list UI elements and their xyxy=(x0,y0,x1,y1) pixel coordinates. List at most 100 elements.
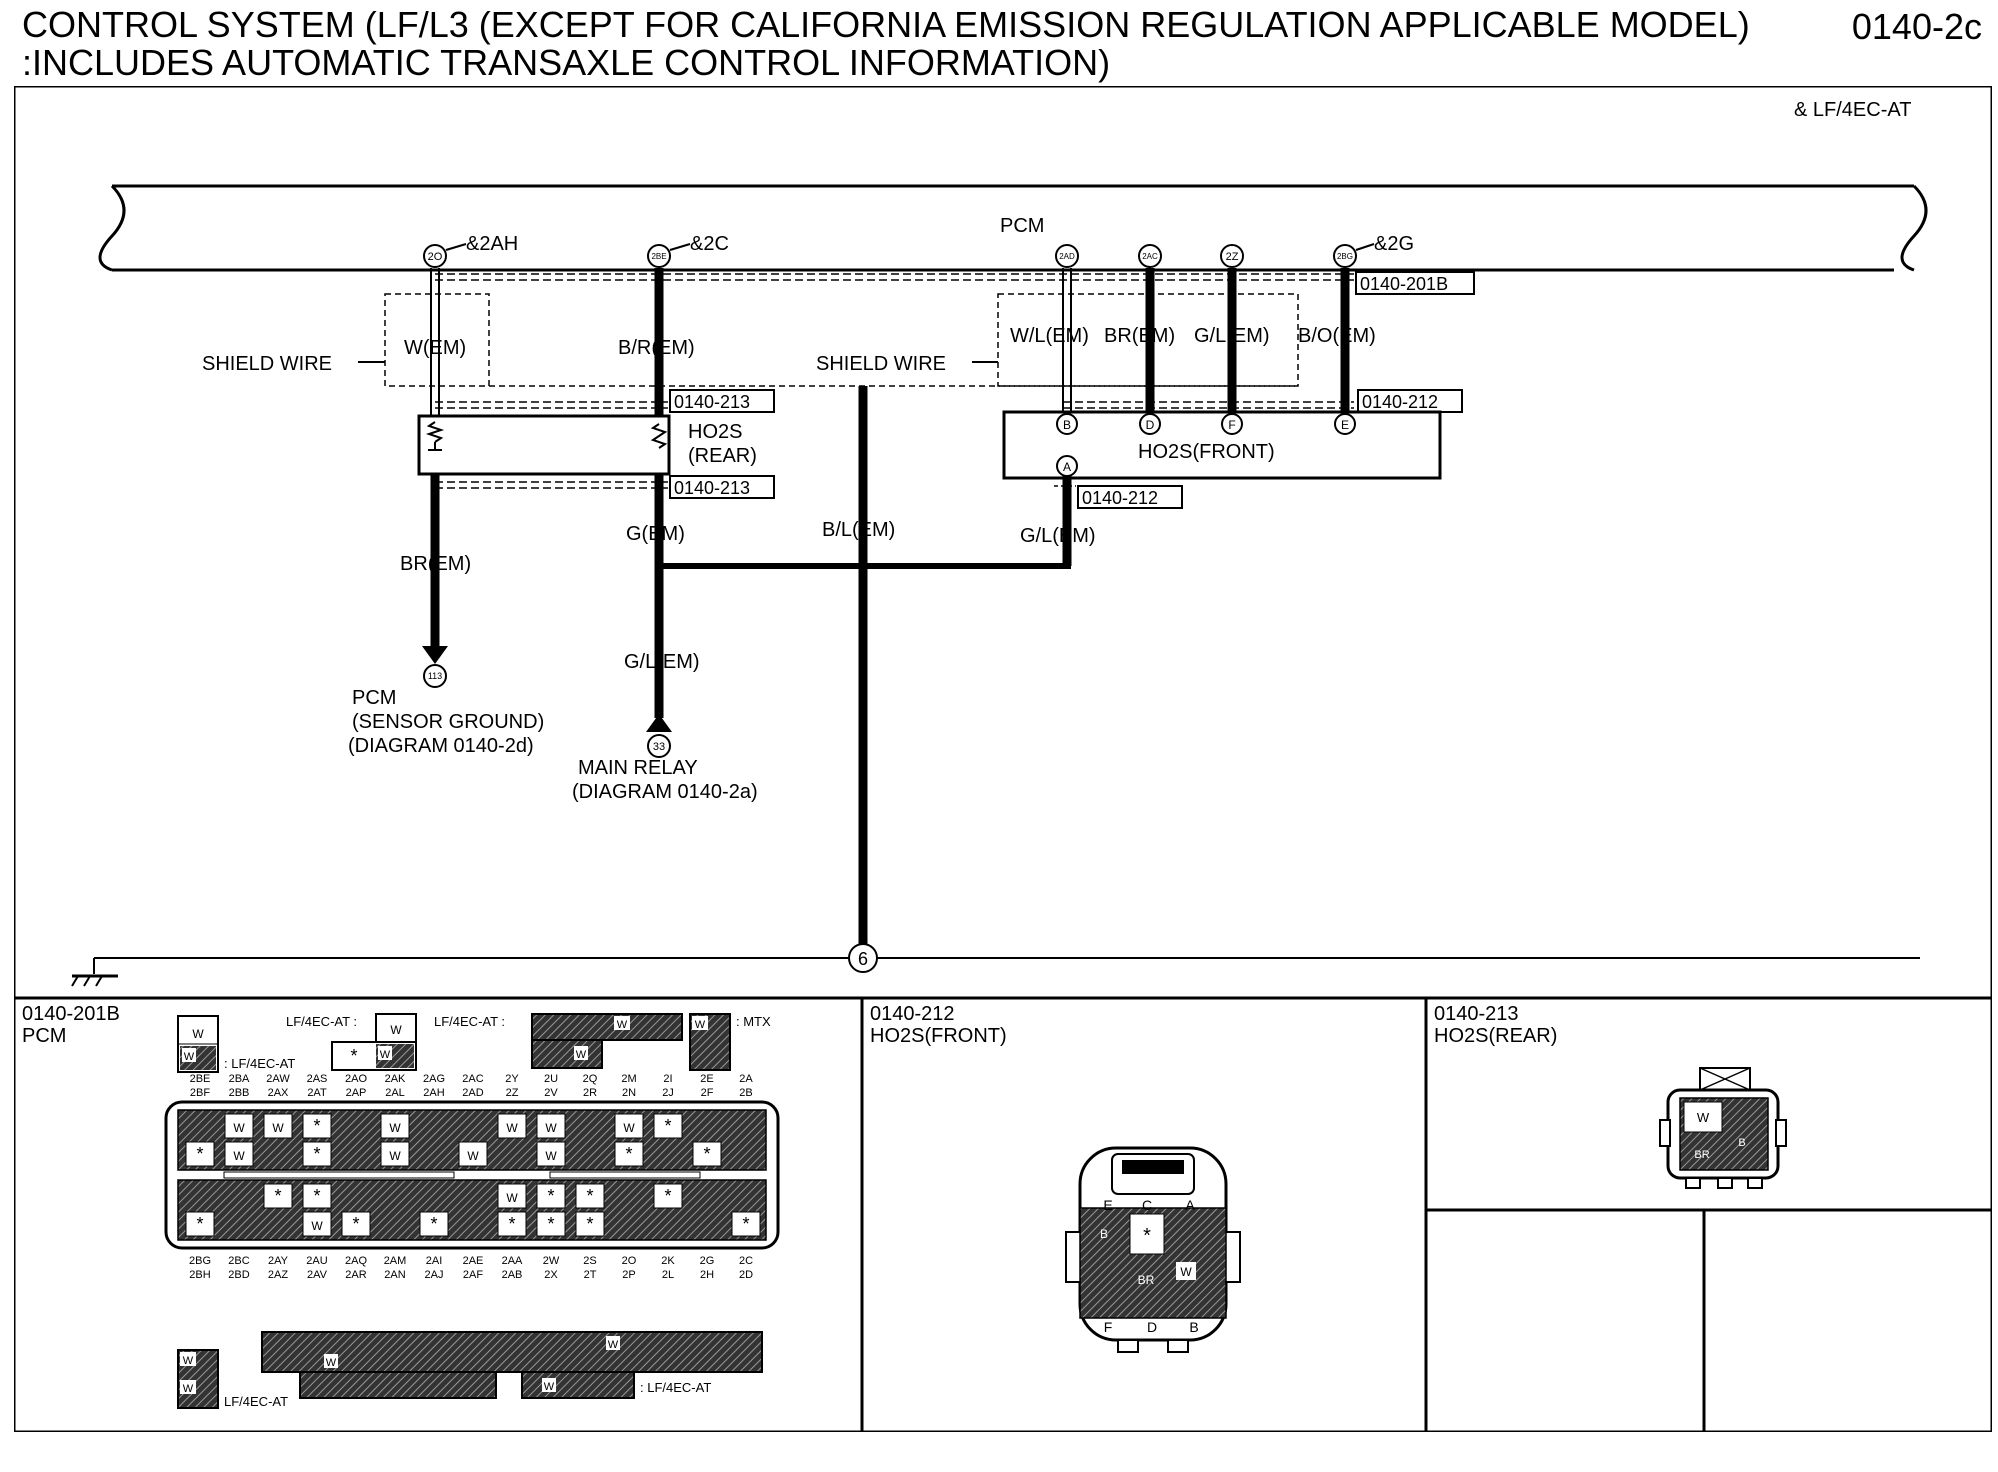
pcm-cell-label: W xyxy=(272,1121,284,1135)
svg-text:B: B xyxy=(1738,1137,1745,1149)
pcm-cell xyxy=(731,1211,761,1237)
pcm-terminal-2ad: 2AD xyxy=(1055,244,1079,268)
svg-text:W: W xyxy=(192,1027,204,1041)
variant-note: & LF/4EC-AT xyxy=(1794,99,1911,121)
pcm-pin-label: 2W xyxy=(543,1255,560,1267)
shield-wire-label-left: SHIELD WIRE xyxy=(202,353,332,375)
ref-box-0140-213-top: 0140-213 xyxy=(674,392,750,412)
pcm-cell-label: W xyxy=(389,1149,401,1163)
pcm-pin-label: 2AU xyxy=(306,1255,327,1267)
pcm-ground-label-2: (SENSOR GROUND) xyxy=(352,711,544,733)
ref-2c: &2C xyxy=(690,233,729,255)
ho2s-front-connector-face: * BR W B E C A F D B xyxy=(1065,1146,1241,1353)
svg-text:2AD: 2AD xyxy=(1059,252,1075,261)
svg-text:W: W xyxy=(326,1357,337,1369)
pcm-cell xyxy=(575,1183,605,1209)
pcm-pin-label: 2I xyxy=(663,1073,672,1085)
pcm-pin-label: 2AX xyxy=(268,1087,289,1099)
pcm-pin-label: 2T xyxy=(584,1269,597,1281)
pcm-cell-label: * xyxy=(547,1186,554,1206)
pcm-pin-label: 2B xyxy=(739,1087,752,1099)
pcm-connector-code: 0140-201B xyxy=(22,1003,120,1025)
pcm-terminal-2ac: 2AC xyxy=(1138,244,1162,268)
pcm-ground-label-1: PCM xyxy=(352,687,396,709)
main-relay-label-1: MAIN RELAY xyxy=(578,757,698,779)
pcm-cell xyxy=(341,1211,371,1237)
front-pin-a: A xyxy=(1056,455,1078,477)
pcm-cell xyxy=(614,1113,644,1139)
svg-text:113: 113 xyxy=(428,671,442,681)
pcm-cell-label: * xyxy=(352,1214,359,1234)
pcm-cell-label: * xyxy=(196,1144,203,1164)
svg-text:W: W xyxy=(576,1049,587,1061)
pcm-cell xyxy=(380,1113,410,1139)
pcm-pin-label: 2AL xyxy=(385,1087,405,1099)
front-pin-d: D xyxy=(1139,413,1161,435)
note-lf4ecat-bottom-left: LF/4EC-AT xyxy=(224,1394,288,1409)
pcm-cell-label: * xyxy=(196,1214,203,1234)
pcm-pin-label: 2V xyxy=(544,1087,558,1099)
pcm-pin-label: 2L xyxy=(662,1269,674,1281)
pcm-cell xyxy=(302,1141,332,1167)
pcm-cell-label: W xyxy=(233,1121,245,1135)
svg-text:2AC: 2AC xyxy=(1142,252,1158,261)
wire-label-br-em-top: BR(EM) xyxy=(1104,325,1175,347)
svg-text:2O: 2O xyxy=(428,251,443,263)
pcm-cell xyxy=(614,1141,644,1167)
pcm-cell-label: W xyxy=(623,1121,635,1135)
svg-text:C: C xyxy=(1142,1197,1152,1213)
pcm-lf4ecat-symbol-bottom-left: W W xyxy=(177,1349,219,1409)
pcm-cell-label: W xyxy=(233,1149,245,1163)
front-connector-code: 0140-212 xyxy=(870,1003,955,1025)
note-lf4ecat-left: : LF/4EC-AT xyxy=(224,1056,295,1071)
ref-box-0140-212-top: 0140-212 xyxy=(1362,392,1438,412)
pcm-pin-label: 2AF xyxy=(463,1269,483,1281)
pcm-pin-label: 2C xyxy=(739,1255,753,1267)
pcm-cell xyxy=(497,1183,527,1209)
svg-text:F: F xyxy=(1104,1319,1113,1335)
ground-point-6: 6 xyxy=(848,943,878,973)
pcm-cell xyxy=(536,1113,566,1139)
pcm-cell-label: * xyxy=(586,1214,593,1234)
ho2s-rear-label-1: HO2S xyxy=(688,421,742,443)
pcm-cell xyxy=(302,1183,332,1209)
svg-text:E: E xyxy=(1341,418,1349,432)
note-mtx: : MTX xyxy=(736,1014,771,1029)
pcm-terminal-2o: 2O xyxy=(423,244,447,268)
pcm-pin-label: 2AS xyxy=(307,1073,328,1085)
ref-box-0140-212-bottom: 0140-212 xyxy=(1082,488,1158,508)
pcm-cell-label: * xyxy=(703,1144,710,1164)
pcm-cell xyxy=(497,1211,527,1237)
front-pin-b: B xyxy=(1056,413,1078,435)
pcm-pin-label: 2AB xyxy=(502,1269,523,1281)
svg-text:W: W xyxy=(183,1383,194,1395)
svg-text:W: W xyxy=(1697,1110,1710,1125)
ho2s-rear-connector-face: W BR B xyxy=(1659,1067,1787,1189)
pcm-pin-label: 2AC xyxy=(462,1073,483,1085)
pcm-pin-label: 2X xyxy=(544,1269,558,1281)
pcm-terminal-2be: 2BE xyxy=(647,244,671,268)
pcm-pin-label: 2AT xyxy=(307,1087,327,1099)
pcm-pin-label: 2Q xyxy=(583,1073,598,1085)
pcm-cell xyxy=(497,1113,527,1139)
svg-text:E: E xyxy=(1103,1197,1112,1213)
svg-text:B: B xyxy=(1189,1319,1198,1335)
wire-label-g-em: G(EM) xyxy=(626,523,685,545)
svg-text:W: W xyxy=(1180,1265,1192,1279)
svg-text:W: W xyxy=(544,1381,555,1393)
pcm-pin-label: 2K xyxy=(661,1255,675,1267)
pcm-pin-label: 2P xyxy=(622,1269,635,1281)
svg-text:2BG: 2BG xyxy=(1337,252,1353,261)
pcm-label: PCM xyxy=(1000,215,1044,237)
pcm-pin-label: 2AE xyxy=(463,1255,484,1267)
svg-text:BR: BR xyxy=(1138,1273,1155,1287)
svg-text:F: F xyxy=(1228,418,1235,432)
wire-label-g-l-em-top: G/L(EM) xyxy=(1194,325,1270,347)
pcm-cell-label: * xyxy=(313,1144,320,1164)
pcm-pin-label: 2AJ xyxy=(425,1269,444,1281)
svg-text:W: W xyxy=(617,1019,628,1031)
pcm-pin-label: 2AM xyxy=(384,1255,407,1267)
pcm-cell xyxy=(692,1141,722,1167)
page-title-line-1: CONTROL SYSTEM (LF/L3 (EXCEPT FOR CALIFO… xyxy=(22,4,1750,45)
